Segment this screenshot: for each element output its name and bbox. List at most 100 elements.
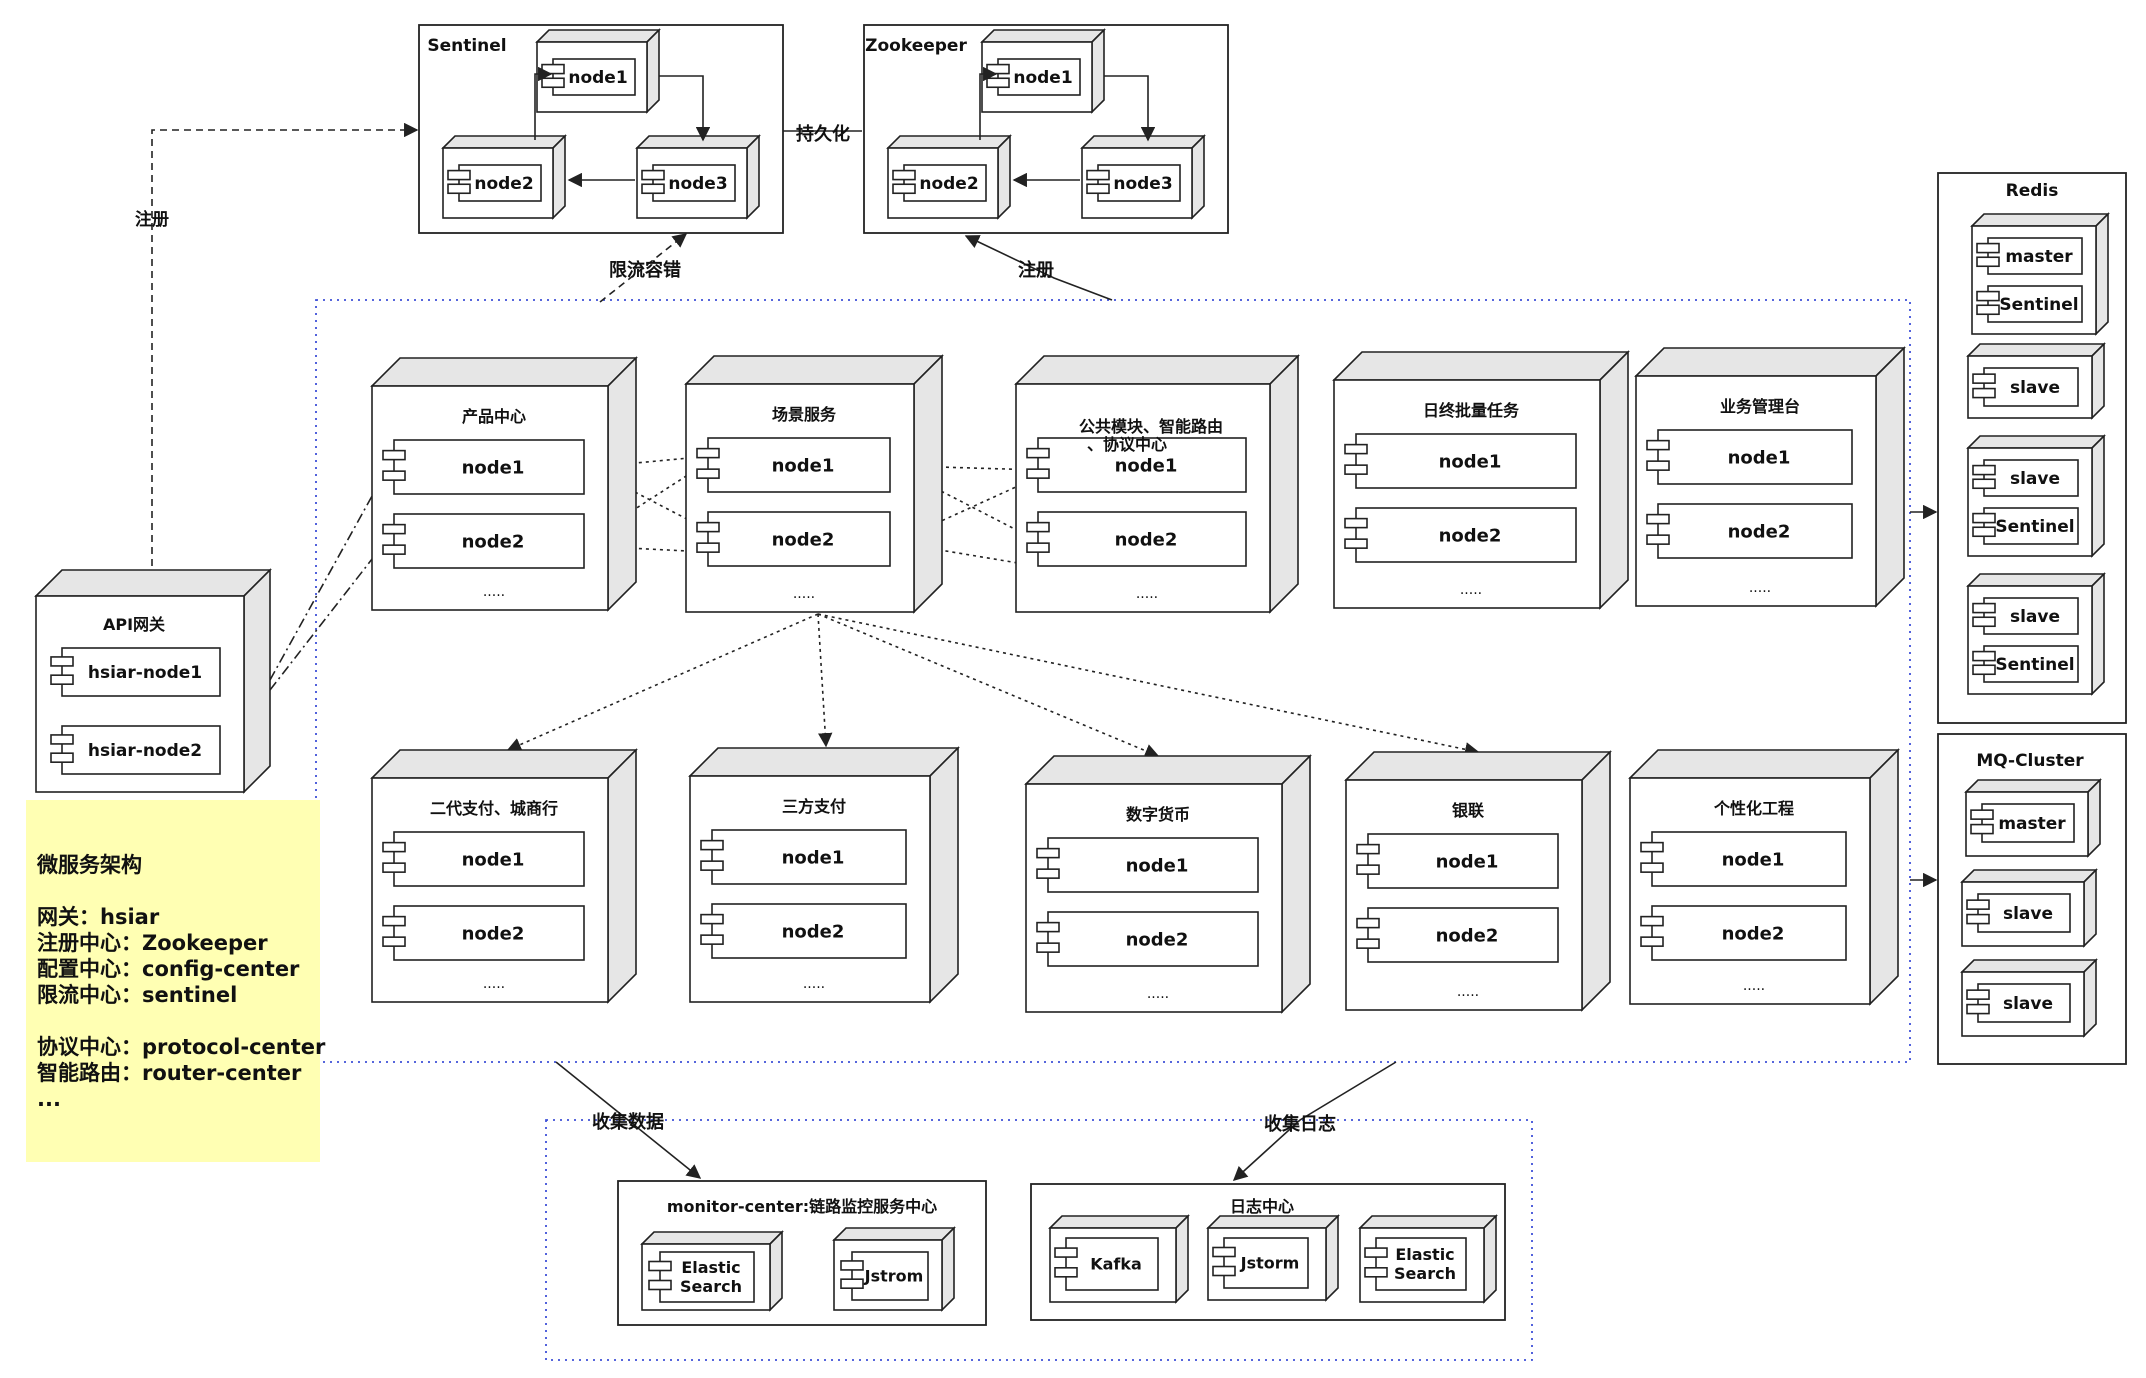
service-node: node2 bbox=[382, 905, 585, 961]
component-rect bbox=[707, 437, 891, 493]
note-line bbox=[37, 1008, 320, 1034]
box-side-face bbox=[1581, 750, 1611, 1012]
component-rect bbox=[1977, 893, 2071, 933]
service-more: ..... bbox=[1460, 582, 1482, 598]
component-label: node1 bbox=[772, 455, 835, 476]
box-side-face bbox=[2091, 572, 2105, 696]
component-tab-icon bbox=[1054, 1267, 1078, 1278]
service-node: node1 bbox=[382, 831, 585, 887]
component-tab-icon bbox=[1344, 517, 1368, 529]
service-node: node1 bbox=[1356, 833, 1559, 889]
component-tab-icon bbox=[1212, 1265, 1236, 1277]
service-title: 数字货币 bbox=[1126, 805, 1190, 824]
component-tab-icon bbox=[696, 521, 720, 533]
box-top-face bbox=[370, 357, 638, 387]
collect-log-edge bbox=[1232, 1061, 1397, 1181]
service-node: node1 bbox=[1036, 837, 1259, 893]
cluster-node-component: node1 bbox=[986, 58, 1081, 96]
component-label: slave bbox=[2003, 994, 2053, 1014]
service-title: 公共模块、智能路由、协议中心 bbox=[1079, 417, 1223, 454]
component-tab-icon bbox=[700, 934, 724, 945]
component-label: node1 bbox=[1722, 849, 1785, 870]
box-side-face bbox=[1269, 354, 1299, 614]
component-tab-icon bbox=[641, 183, 665, 195]
redis-component: slave bbox=[1972, 459, 2079, 497]
component-tab-icon bbox=[892, 169, 916, 181]
component-label: node1 bbox=[782, 847, 845, 868]
box-side-face bbox=[1281, 754, 1311, 1014]
service-title: 个性化工程 bbox=[1713, 799, 1794, 818]
monitor-title: monitor-center:链路监控服务中心 bbox=[667, 1197, 937, 1216]
service-more: ..... bbox=[1743, 978, 1765, 994]
component-tab-icon bbox=[1036, 868, 1060, 879]
box-side-face bbox=[1325, 1214, 1339, 1302]
component-rect bbox=[61, 725, 221, 775]
log-component: Jstorm bbox=[1212, 1237, 1309, 1289]
service-node: node2 bbox=[700, 903, 907, 959]
component-tab-icon bbox=[50, 656, 74, 667]
mq-component: master bbox=[1970, 803, 2075, 843]
box-top-face bbox=[1344, 751, 1612, 781]
service-box-row2: node1 node2 bbox=[370, 748, 638, 1004]
box-front-face bbox=[1345, 779, 1583, 1011]
component-label: node1 bbox=[568, 68, 627, 88]
box-top-face bbox=[1332, 351, 1630, 381]
component-tab-icon bbox=[1086, 183, 1110, 195]
component-tab-icon bbox=[1212, 1246, 1236, 1258]
component-tab-icon bbox=[1344, 464, 1368, 475]
component-label: slave bbox=[2003, 904, 2053, 924]
service-more: ..... bbox=[1136, 586, 1158, 602]
note-line: 智能路由：router-center bbox=[37, 1061, 302, 1085]
service-title: 银联 bbox=[1452, 801, 1484, 820]
box-side-face bbox=[646, 28, 660, 114]
component-label: Elastic bbox=[681, 1258, 740, 1277]
gateway-title: API网关 bbox=[103, 615, 165, 634]
box-side-face bbox=[1875, 346, 1905, 608]
box-top-face bbox=[1048, 1215, 1190, 1229]
component-tab-icon bbox=[1976, 242, 2000, 254]
component-tab-icon bbox=[1356, 917, 1380, 929]
log-title: 日志中心 bbox=[1230, 1197, 1294, 1216]
service-more: ..... bbox=[483, 976, 505, 992]
box-side-face bbox=[1599, 350, 1629, 610]
component-rect bbox=[711, 903, 907, 959]
component-tab-icon bbox=[1972, 373, 1996, 384]
note-line: 注册中心：Zookeeper bbox=[37, 931, 268, 955]
component-rect bbox=[659, 1251, 755, 1303]
component-tab-icon bbox=[1966, 899, 1990, 910]
mq-component: slave bbox=[1966, 893, 2071, 933]
component-tab-icon bbox=[641, 169, 665, 181]
component-label: node2 bbox=[1439, 525, 1502, 546]
component-tab-icon bbox=[1972, 602, 1996, 614]
box-front-face bbox=[1635, 375, 1877, 607]
service-node: node1 bbox=[1344, 433, 1577, 489]
component-label: node1 bbox=[1126, 855, 1189, 876]
component-label: node1 bbox=[1115, 455, 1178, 476]
box-front-face bbox=[371, 777, 609, 1003]
component-label: node1 bbox=[1728, 447, 1791, 468]
microservice-region bbox=[315, 299, 1911, 1063]
component-tab-icon bbox=[1972, 512, 1996, 524]
label-layer: 持久化API网关产品中心.....场景服务.....公共模块、智能路由、协议中心… bbox=[103, 123, 2084, 1216]
component-label: node2 bbox=[474, 174, 533, 194]
cluster-node: node3 bbox=[635, 134, 761, 220]
component-tab-icon bbox=[1966, 989, 1990, 1000]
box-side-face bbox=[2091, 342, 2105, 420]
box-top-face bbox=[1966, 435, 2106, 449]
component-rect bbox=[552, 58, 636, 96]
service-title: 日终批量任务 bbox=[1423, 401, 1520, 420]
component-tab-icon bbox=[1356, 843, 1380, 855]
component-rect bbox=[1657, 429, 1853, 485]
box-top-face bbox=[635, 135, 761, 149]
component-tab-icon bbox=[1970, 823, 1994, 835]
box-side-face bbox=[607, 356, 637, 612]
box-top-face bbox=[640, 1231, 784, 1245]
component-rect bbox=[707, 511, 891, 567]
collect-log-label: 收集日志 bbox=[1264, 1113, 1336, 1135]
cluster-node: node2 bbox=[886, 134, 1012, 220]
component-tab-icon bbox=[447, 169, 471, 181]
